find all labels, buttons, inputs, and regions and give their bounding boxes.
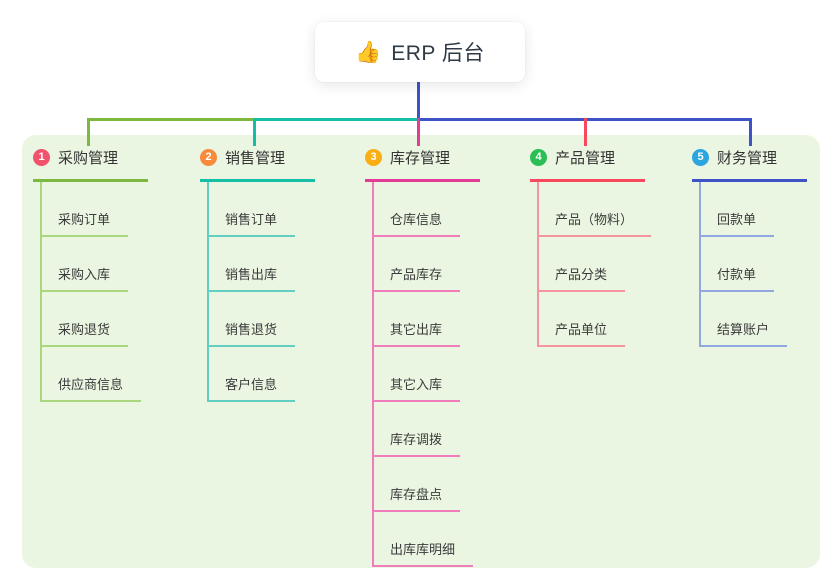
branch-drop-line <box>87 118 90 146</box>
mindmap-node[interactable]: 其它出库 <box>374 292 461 347</box>
mindmap-node[interactable]: 产品单位 <box>539 292 626 347</box>
branch-title: 产品管理 <box>555 150 616 167</box>
branch-items: 销售订单销售出库销售退货客户信息 <box>207 182 315 402</box>
root-connector-line <box>417 82 420 121</box>
branch-number-badge: 2 <box>200 149 217 166</box>
bus-line-segment <box>253 118 417 121</box>
mindmap-node[interactable]: 产品库存 <box>374 237 461 292</box>
branch-number-badge: 4 <box>530 149 547 166</box>
mindmap-node[interactable]: 出库库明细 <box>374 512 474 567</box>
branch-drop-line <box>584 118 587 146</box>
mindmap-node[interactable]: 销售退货 <box>209 292 296 347</box>
branch-title: 采购管理 <box>58 150 119 167</box>
thumbs-up-icon: 👍 <box>355 40 382 64</box>
branch-title: 库存管理 <box>390 150 451 167</box>
mindmap-node[interactable]: 其它入库 <box>374 347 461 402</box>
branch-number-badge: 5 <box>692 149 709 166</box>
mindmap-node[interactable]: 付款单 <box>701 237 775 292</box>
branch-items: 回款单付款单结算账户 <box>699 182 807 347</box>
mindmap-node[interactable]: 仓库信息 <box>374 182 461 237</box>
branch-items: 仓库信息产品库存其它出库其它入库库存调拨库存盘点出库库明细 <box>372 182 480 567</box>
branch-title: 销售管理 <box>225 150 286 167</box>
mindmap-node[interactable]: 供应商信息 <box>42 347 142 402</box>
mindmap-node[interactable]: 产品分类 <box>539 237 626 292</box>
root-node[interactable]: 👍 ERP 后台 <box>315 22 525 82</box>
mindmap-node[interactable]: 采购入库 <box>42 237 129 292</box>
branch-column: 4 产品管理产品（物料）产品分类产品单位 <box>530 147 652 347</box>
branch-number-badge: 1 <box>33 149 50 166</box>
mindmap-node[interactable]: 客户信息 <box>209 347 296 402</box>
branch-header[interactable]: 3 库存管理 <box>365 147 480 182</box>
branch-column: 5 财务管理回款单付款单结算账户 <box>692 147 807 347</box>
branch-column: 2 销售管理销售订单销售出库销售退货客户信息 <box>200 147 315 402</box>
branch-drop-line <box>749 118 752 146</box>
branch-header[interactable]: 4 产品管理 <box>530 147 645 182</box>
bus-line-segment <box>87 118 253 121</box>
branch-column: 1 采购管理采购订单采购入库采购退货供应商信息 <box>33 147 148 402</box>
mindmap-node[interactable]: 采购退货 <box>42 292 129 347</box>
mindmap-node[interactable]: 产品（物料） <box>539 182 652 237</box>
branches-panel <box>22 135 820 568</box>
branch-items: 产品（物料）产品分类产品单位 <box>537 182 652 347</box>
mindmap-node[interactable]: 采购订单 <box>42 182 129 237</box>
branch-header[interactable]: 1 采购管理 <box>33 147 148 182</box>
mindmap-node[interactable]: 库存调拨 <box>374 402 461 457</box>
mindmap-node[interactable]: 库存盘点 <box>374 457 461 512</box>
branch-drop-line <box>417 118 420 146</box>
branch-drop-line <box>253 118 256 146</box>
branch-column: 3 库存管理仓库信息产品库存其它出库其它入库库存调拨库存盘点出库库明细 <box>365 147 480 567</box>
root-title: ERP 后台 <box>391 42 485 65</box>
mindmap-node[interactable]: 结算账户 <box>701 292 788 347</box>
branch-items: 采购订单采购入库采购退货供应商信息 <box>40 182 148 402</box>
branch-number-badge: 3 <box>365 149 382 166</box>
mindmap-node[interactable]: 回款单 <box>701 182 775 237</box>
branch-header[interactable]: 2 销售管理 <box>200 147 315 182</box>
branch-title: 财务管理 <box>717 150 778 167</box>
mindmap-node[interactable]: 销售出库 <box>209 237 296 292</box>
mindmap-node[interactable]: 销售订单 <box>209 182 296 237</box>
branch-header[interactable]: 5 财务管理 <box>692 147 807 182</box>
